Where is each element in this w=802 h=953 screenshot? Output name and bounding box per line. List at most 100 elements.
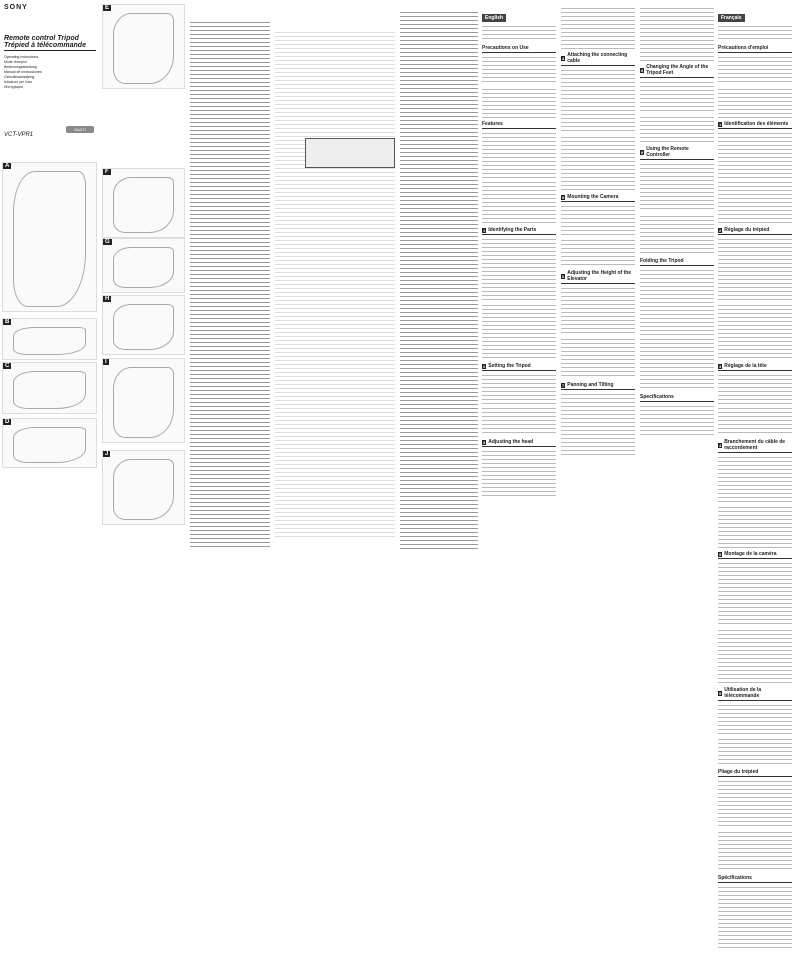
language-item: Istruzioni per l'uso	[4, 80, 33, 84]
figure-label: B	[3, 319, 12, 325]
figure-label: A	[3, 163, 12, 169]
step-number: 3	[718, 363, 723, 369]
body-text	[482, 55, 556, 85]
heading-text: Identification des éléments	[724, 121, 789, 127]
body-text	[640, 337, 714, 391]
figure-a: A	[2, 162, 97, 312]
illustration	[113, 247, 174, 288]
figure-h: H	[102, 295, 185, 355]
body-text	[718, 830, 792, 872]
body-text	[561, 238, 635, 267]
heading-text: Adjusting the Height of the Elevator	[567, 270, 632, 282]
body-text	[561, 204, 635, 236]
body-text	[482, 87, 556, 118]
step-number: 2	[718, 227, 723, 233]
illustration	[113, 177, 174, 233]
illustration	[13, 427, 86, 463]
figure-label: F	[103, 169, 111, 175]
step-number: 1	[482, 227, 487, 233]
heading-text: Réglage du trépied	[724, 227, 770, 233]
body-text	[640, 268, 714, 335]
heading-text: Changing the Angle of the Tripod Feet	[646, 64, 709, 76]
figure-c: C	[2, 362, 97, 414]
heading-text: Precautions on Use	[482, 45, 529, 51]
section-heading: Pliage du trépied	[718, 769, 792, 777]
step-number: 7	[561, 382, 566, 388]
language-item: Mode d'emploi	[4, 60, 27, 64]
body-text	[718, 628, 792, 684]
body-text	[561, 286, 635, 335]
body-text	[482, 373, 556, 404]
body-text	[718, 561, 792, 626]
figure-g: G	[102, 238, 185, 293]
body-text	[718, 180, 792, 224]
brand-logo: SONY	[4, 4, 28, 11]
heading-text: Using the Remote Controller	[646, 146, 689, 158]
section-heading: Spécifications	[718, 875, 792, 883]
body-text	[561, 6, 635, 49]
section-heading: Features	[482, 121, 556, 129]
model-number: VCT-VPR1	[4, 132, 34, 138]
figure-label: J	[103, 451, 111, 457]
language-heading: Français	[718, 14, 745, 22]
heading-text: Identifying the Parts	[488, 227, 537, 233]
body-text	[718, 87, 792, 118]
illustration	[113, 367, 174, 438]
heading-text: Précautions d'emploi	[718, 45, 769, 51]
heading-text: Utilisation de la télécommande	[724, 687, 762, 699]
figure-label: C	[3, 363, 12, 369]
figure-b: B	[2, 318, 97, 360]
figure-d: D	[2, 418, 97, 468]
body-text	[482, 24, 556, 42]
body-text	[561, 392, 635, 458]
body-text	[718, 55, 792, 85]
figure-e: E	[102, 4, 185, 89]
language-item: Bedienungsanleitung	[4, 65, 37, 69]
step-number: 5	[561, 194, 566, 200]
body-text	[482, 449, 556, 497]
step-number: 9	[718, 690, 723, 696]
parts-diagram-labels	[275, 30, 395, 540]
cover: SONY Remote control Tripod Trépied à tél…	[4, 4, 96, 154]
body-text	[718, 406, 792, 436]
illustration	[113, 304, 174, 350]
heading-text: Panning and Tilting	[567, 382, 614, 388]
step-number: 2	[482, 363, 487, 369]
body-text	[482, 406, 556, 436]
step-number: 4	[718, 442, 723, 448]
body-text	[640, 162, 714, 212]
figure-label: I	[103, 359, 109, 365]
heading-text: Mounting the Camera	[567, 194, 619, 200]
figure-f: F	[102, 168, 185, 238]
illustration	[113, 459, 174, 520]
body-text	[718, 24, 792, 42]
language-item: Gebruiksaanwijzing	[4, 75, 35, 79]
body-text	[640, 6, 714, 61]
body-text	[482, 303, 556, 360]
step-number: 3	[482, 439, 487, 445]
step-number: 5	[718, 551, 723, 557]
title-fr: Trépied à télécommande	[4, 42, 96, 51]
body-text	[718, 703, 792, 735]
illustration	[13, 171, 86, 307]
body-text	[718, 237, 792, 301]
body-text	[718, 303, 792, 360]
section-heading: Folding the Tripod	[640, 258, 714, 266]
step-number: 6	[561, 273, 566, 279]
body-text	[640, 80, 714, 113]
illustration	[13, 371, 86, 409]
heading-text: Adjusting the head	[488, 439, 534, 445]
illustration	[13, 327, 86, 355]
figure-i: I	[102, 358, 185, 443]
